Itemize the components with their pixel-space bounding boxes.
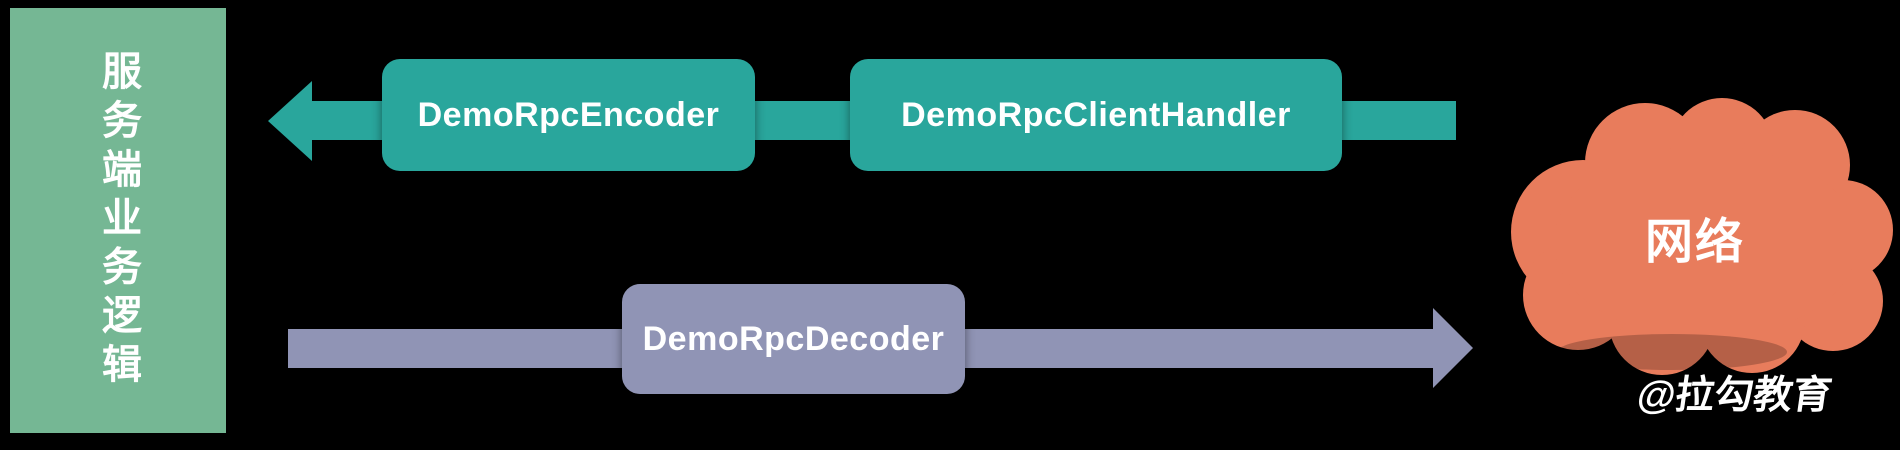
encoder-box: DemoRpcEncoder	[382, 59, 755, 171]
server-logic-box: 服务端业务逻辑	[10, 8, 226, 433]
network-cloud-shape	[1511, 98, 1893, 375]
client-handler-box: DemoRpcClientHandler	[850, 59, 1342, 171]
encoder-label: DemoRpcEncoder	[417, 95, 720, 134]
decoder-label: DemoRpcDecoder	[642, 319, 945, 358]
network-cloud-label: 网络	[1644, 216, 1745, 269]
decoder-box: DemoRpcDecoder	[622, 284, 965, 394]
client-handler-label: DemoRpcClientHandler	[901, 95, 1291, 134]
watermark-text: @拉勾教育	[1634, 374, 1835, 417]
cloud-bottom-shade	[1557, 334, 1787, 370]
server-logic-label: 服务端业务逻辑	[96, 49, 140, 392]
